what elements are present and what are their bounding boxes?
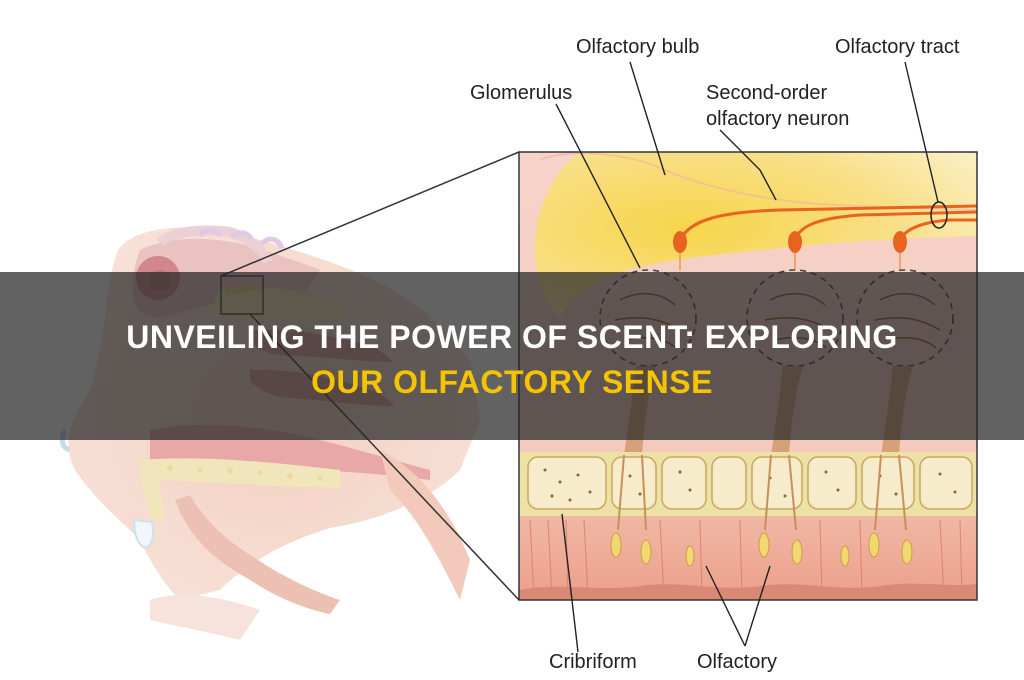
label-cribriform: Cribriform (549, 651, 637, 673)
label-second-order-line2: olfactory neuron (706, 108, 850, 130)
banner-title-line2: OUR OLFACTORY SENSE (311, 364, 713, 400)
label-olfactory: Olfactory (697, 651, 778, 673)
label-glomerulus: Glomerulus (470, 82, 573, 104)
banner-title-line1: UNVEILING THE POWER OF SCENT: EXPLORING (126, 319, 898, 355)
label-olfactory-tract: Olfactory tract (835, 36, 960, 58)
label-second-order-line1: Second-order (706, 82, 828, 104)
label-olfactory-bulb: Olfactory bulb (576, 36, 700, 58)
title-banner (0, 272, 1024, 440)
